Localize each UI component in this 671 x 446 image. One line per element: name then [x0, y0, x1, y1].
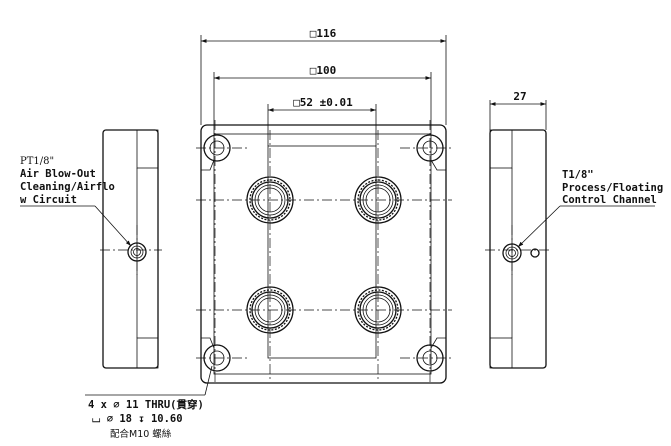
- hole-callout-line3: 配合M10 螺絲: [110, 428, 172, 440]
- port-top-left: [246, 176, 294, 224]
- right-callout-line1: T1/8": [562, 169, 594, 181]
- left-callout-line1: PT1/8": [20, 156, 54, 167]
- left-callout-line2: Air Blow-Out: [20, 168, 96, 180]
- mount-hole-top-left: [203, 134, 231, 162]
- port-top-right: [354, 176, 402, 224]
- left-callout: PT1/8" Air Blow-Out Cleaning/Airflo w Ci…: [20, 156, 115, 206]
- hole-callout-line2: ⌴ ∅ 18 ↧ 10.60: [92, 413, 183, 425]
- left-callout-line4: w Circuit: [20, 194, 77, 206]
- dim-overall-width: □116: [310, 27, 337, 40]
- mount-hole-bottom-left: [203, 344, 231, 372]
- right-port-icon: [502, 243, 540, 263]
- dim-inner-width: □100: [310, 64, 337, 77]
- hole-callout: 4 x ∅ 11 THRU(貫穿) ⌴ ∅ 18 ↧ 10.60 配合M10 螺…: [88, 398, 204, 440]
- mount-hole-bottom-right: [416, 344, 444, 372]
- dimension-labels: □116 □100 □52 ±0.01 27: [293, 27, 526, 109]
- left-port-icon: [127, 242, 147, 262]
- mount-hole-top-right: [416, 134, 444, 162]
- right-callout-line3: Control Channel: [562, 194, 657, 206]
- dim-port-spacing: □52 ±0.01: [293, 96, 353, 109]
- right-callout-line2: Process/Floating: [562, 182, 663, 194]
- port-bottom-right: [354, 286, 402, 334]
- left-callout-line3: Cleaning/Airflo: [20, 181, 115, 193]
- right-callout: T1/8" Process/Floating Control Channel: [562, 169, 663, 206]
- hole-callout-line1: 4 x ∅ 11 THRU(貫穿): [88, 398, 204, 411]
- port-bottom-left: [246, 286, 294, 334]
- front-view: [85, 35, 452, 396]
- left-side-view: [20, 129, 162, 369]
- right-side-view: [485, 100, 655, 369]
- dim-side-thickness: 27: [513, 90, 526, 103]
